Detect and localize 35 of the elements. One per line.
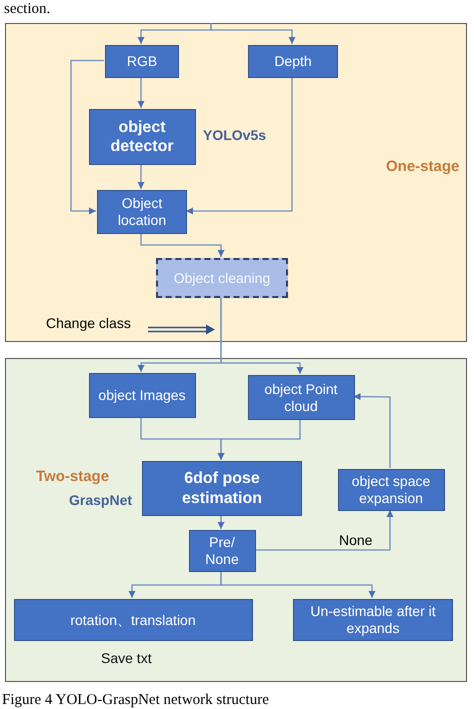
process-box: Un-estimable after it expands <box>293 599 453 641</box>
stage-label: One-stage <box>386 159 460 176</box>
arrow <box>140 233 224 257</box>
process-box: Pre/ None <box>188 530 256 572</box>
arrow <box>254 510 394 551</box>
process-box: 6dof pose estimation <box>142 461 302 516</box>
arrow <box>186 77 293 214</box>
arrow <box>138 164 144 189</box>
text-fragment: section. <box>4 1 50 18</box>
stage-panel <box>5 358 467 682</box>
process-box: object detector <box>88 109 196 165</box>
caption: Figure 4 YOLO-GraspNet network structure <box>2 692 269 708</box>
process-box: object Point cloud <box>248 375 354 420</box>
model-label: YOLOv5s <box>203 128 266 144</box>
arrow <box>70 60 104 214</box>
arrow <box>218 515 224 529</box>
dashed-process-box: Object cleaning <box>156 258 288 298</box>
arrow <box>220 571 376 598</box>
stage-label: Two-stage <box>36 469 110 486</box>
arrow <box>138 77 144 108</box>
edge-label: None <box>338 533 374 548</box>
process-box: Object location <box>97 190 187 234</box>
model-label: GraspNet <box>69 493 132 508</box>
arrow <box>220 297 304 374</box>
process-box: object Images <box>88 373 196 418</box>
stage-panel <box>5 23 467 342</box>
process-box: object space expansion <box>338 469 444 511</box>
process-box: RGB <box>105 45 179 78</box>
arrow <box>218 419 301 460</box>
arrow <box>354 393 391 468</box>
arrow <box>210 23 296 44</box>
annotation: Change class <box>46 316 131 332</box>
process-box: Depth <box>248 45 338 78</box>
process-box: rotation、translation <box>14 599 252 641</box>
note-text: Save txt <box>101 651 152 666</box>
